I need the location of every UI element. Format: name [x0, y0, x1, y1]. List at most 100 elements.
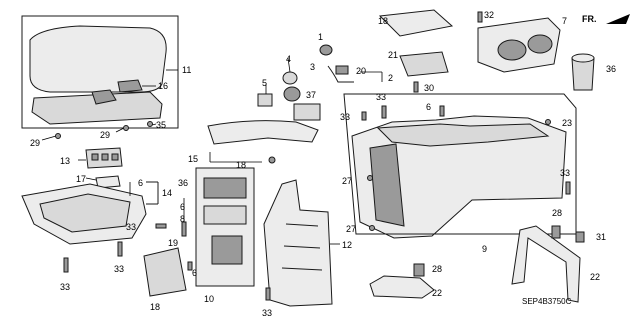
callout-8: 8	[180, 214, 185, 224]
screw-35	[181, 221, 187, 237]
trim-15-group	[207, 120, 319, 164]
outlet-25	[211, 235, 243, 265]
callout-6a: 6	[138, 178, 143, 188]
screw-6-lower	[187, 261, 193, 271]
bolts-33-left	[63, 241, 123, 273]
wire-3	[327, 65, 354, 83]
callout-2: 2	[388, 73, 393, 83]
switch-button-b	[101, 153, 109, 161]
callout-36: 36	[606, 64, 616, 74]
callout-20: 21	[388, 50, 398, 60]
vent-a	[203, 177, 247, 199]
callout-16: 16	[158, 81, 168, 91]
center-panel-group	[143, 167, 255, 297]
callout-32: 32	[484, 10, 494, 20]
socket-4-base	[283, 86, 301, 102]
callout-10: 10	[204, 294, 214, 304]
pocket-group	[21, 147, 159, 245]
callout-18: 18	[150, 302, 160, 312]
cup-a	[497, 39, 527, 61]
screw-29b	[123, 125, 129, 131]
callout-1: 1	[318, 32, 323, 42]
callout-11: 11	[182, 65, 191, 75]
clip-17	[95, 175, 121, 189]
console-9-side	[369, 143, 405, 227]
cap-1	[319, 44, 333, 56]
callout-21: 22	[590, 272, 600, 282]
screw-32	[477, 11, 483, 23]
center-small-parts	[257, 44, 383, 121]
connector-26	[335, 65, 349, 75]
tray-14-inner	[39, 193, 131, 233]
lid-19	[378, 9, 454, 37]
socket-4	[282, 71, 298, 85]
callout-30: 30	[424, 83, 434, 93]
callout-14: 14	[162, 188, 172, 198]
lid-latch-16	[117, 79, 143, 93]
bolt-28-upper	[551, 225, 561, 239]
clip-27b	[369, 225, 375, 231]
bolt-31	[575, 231, 585, 243]
callout-12: 12	[342, 240, 352, 250]
switch-button-a	[91, 153, 99, 161]
callout-13: 13	[60, 156, 70, 166]
console-body-9	[343, 93, 577, 239]
callout-33c: 33	[126, 222, 136, 232]
callout-5: 5	[262, 78, 267, 88]
callout-27b: 27	[346, 224, 356, 234]
socket-5	[257, 93, 273, 107]
callout-34: 35	[156, 120, 166, 130]
bolt-33-a	[117, 241, 123, 257]
callout-7: 7	[562, 16, 567, 26]
callout-3: 3	[310, 62, 315, 72]
callout-28b: 28	[552, 208, 562, 218]
callout-19: 18	[378, 16, 388, 26]
front-arrow-icon	[606, 14, 630, 24]
callout-6b: 6	[180, 202, 185, 212]
bolt-33-d	[265, 287, 271, 301]
callout-28a: 28	[432, 264, 442, 274]
front-direction-indicator	[606, 14, 630, 24]
armrest-group-box	[21, 15, 179, 129]
console-9	[351, 115, 567, 239]
bolt-33-b	[63, 257, 69, 273]
screw-34	[147, 121, 153, 127]
callout-23: 23	[562, 118, 572, 128]
callout-33d: 33	[262, 308, 272, 318]
callout-37: 37	[306, 90, 316, 100]
vent-b	[203, 205, 247, 225]
bolt-30	[413, 81, 419, 93]
callout-27a: 27	[342, 176, 352, 186]
armrest-base-plate	[31, 91, 163, 125]
switch-button-c	[111, 153, 119, 161]
diagram-code: SEP4B3750C	[522, 297, 572, 306]
callout-24: 18	[236, 160, 246, 170]
clip-24	[268, 156, 276, 164]
console-9-top	[376, 123, 550, 147]
callout-4: 4	[286, 54, 291, 64]
bolt-33-f	[381, 105, 387, 119]
callout-25: 19	[168, 238, 178, 248]
callout-9: 9	[482, 244, 487, 254]
callout-33e: 33	[376, 92, 386, 102]
bolt-33-c	[155, 223, 167, 229]
callout-35: 36	[178, 178, 188, 188]
callout-15: 15	[188, 154, 198, 164]
cup-insert-rim	[571, 53, 595, 63]
callout-33f: 33	[340, 112, 350, 122]
armrest-assembly	[21, 15, 179, 141]
clip-23	[545, 119, 551, 125]
screw-6-top	[439, 105, 445, 117]
bracket-21	[511, 225, 581, 303]
armrest-hinge	[91, 89, 117, 105]
callout-29a: 29	[30, 138, 40, 148]
callout-labels: 11 16 29 29 35 13 17 6 14 33 33 5 4 1 3 …	[30, 10, 616, 318]
callout-22: 22	[432, 288, 442, 298]
callout-33g: 33	[560, 168, 570, 178]
trim-15	[207, 120, 319, 145]
callout-6d: 6	[426, 102, 431, 112]
front-direction-label: FR.	[582, 14, 597, 24]
bolt-28-lower	[413, 263, 425, 277]
cup-insert-36	[571, 57, 595, 91]
